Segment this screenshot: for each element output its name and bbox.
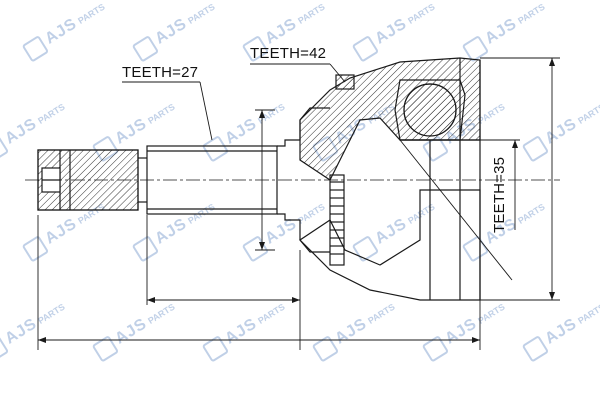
shaft-tip — [37, 149, 139, 211]
dimension-arrows — [38, 58, 555, 343]
leader-lines — [122, 63, 513, 281]
bell-housing — [299, 57, 481, 301]
teeth-abs-ring-label: TEETH=42 — [250, 45, 327, 62]
dimension-lines — [37, 57, 560, 350]
teeth-cup-label: TEETH=35 — [491, 156, 508, 233]
splined-shaft — [138, 145, 278, 215]
teeth-shaft-label: TEETH=27 — [122, 64, 199, 81]
ball-cage — [394, 79, 466, 141]
